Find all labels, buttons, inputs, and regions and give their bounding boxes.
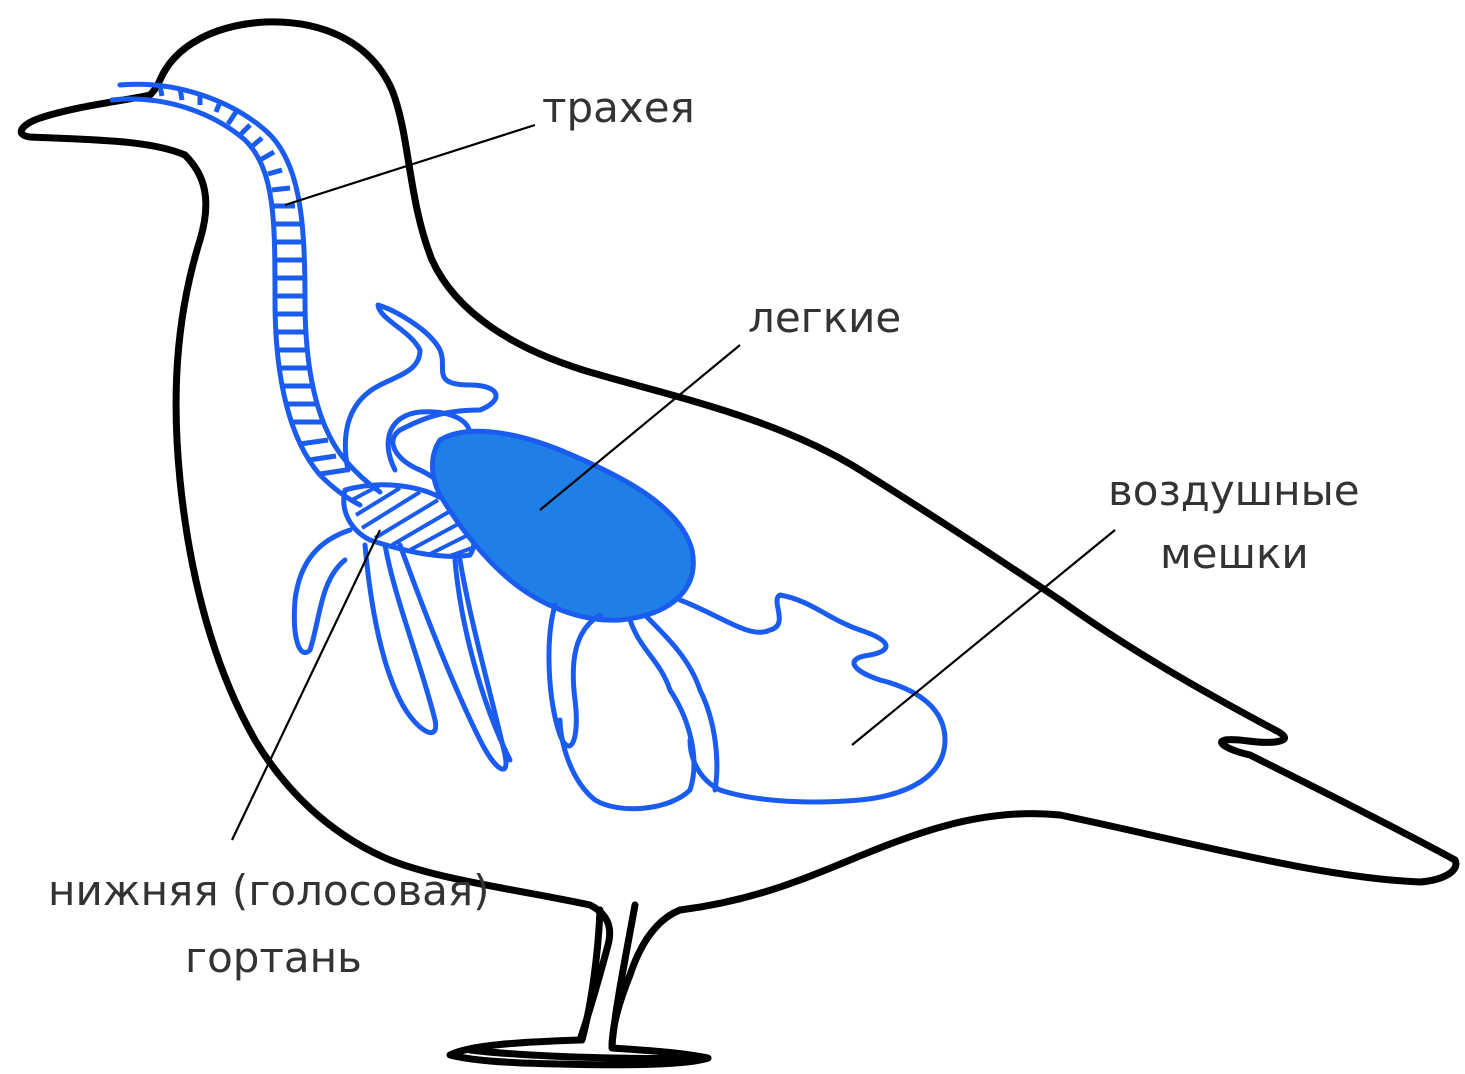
- lungs-leader: [540, 345, 740, 510]
- thoracic-loop-1: [365, 545, 436, 733]
- abdominal-air-sac-middle: [645, 615, 717, 790]
- label-syrinx-line1: нижняя (голосовая): [48, 866, 490, 915]
- anterior-thoracic-air-sac: [294, 530, 350, 653]
- label-trachea: трахея: [542, 83, 695, 132]
- lung: [433, 431, 694, 620]
- abdominal-air-sac-outer: [680, 595, 945, 802]
- air-sacs-leader: [852, 530, 1115, 745]
- bird-leg-back: [582, 910, 600, 1040]
- trachea-leader: [285, 125, 535, 205]
- label-air-sacs-line2: мешки: [1160, 529, 1309, 578]
- label-syrinx-line2: гортань: [185, 933, 362, 982]
- label-air-sacs-line1: воздушные: [1108, 466, 1360, 515]
- posterior-thoracic-air-sac: [549, 605, 600, 746]
- syrinx-leader: [232, 530, 380, 840]
- label-lungs: легкие: [748, 293, 901, 342]
- trachea-wall-outer: [112, 99, 360, 505]
- labels: трахея легкие воздушные мешки нижняя (го…: [48, 83, 1360, 982]
